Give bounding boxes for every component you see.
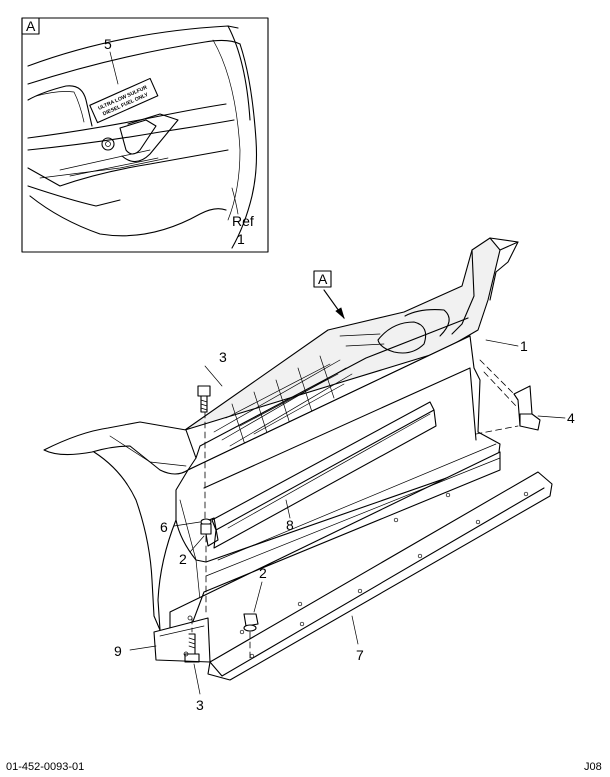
- detail-tank-illustration: [27, 25, 258, 249]
- leader-item-5: [109, 51, 119, 85]
- lower-bolt: [184, 633, 200, 663]
- callout-item-3-upper: 3: [219, 349, 227, 365]
- callout-item-4: 4: [567, 410, 575, 426]
- callout-ref-word: Ref: [232, 213, 254, 229]
- callout-item-5: 5: [104, 36, 112, 52]
- lower-nut: [243, 613, 259, 632]
- callout-item-9: 9: [114, 643, 122, 659]
- detail-view-a: A ULTRA LOW SULFUR DIESEL FUEL ONLY: [21, 17, 269, 253]
- callout-item-6: 6: [160, 519, 168, 535]
- callout-item-3-lower: 3: [196, 697, 204, 713]
- upper-bolt: [197, 385, 211, 413]
- callout-item-2-upper: 2: [179, 551, 187, 567]
- callout-ref-1: 1: [237, 231, 245, 247]
- main-assembly: [43, 237, 553, 681]
- callouts: 1 3 4 6 8 2 2 9 7 3: [114, 338, 575, 713]
- detail-frame: [21, 17, 269, 253]
- detail-letter-box: [21, 17, 40, 35]
- callout-item-1: 1: [520, 338, 528, 354]
- callout-item-8: 8: [286, 517, 294, 533]
- footer-page-code: J08: [584, 761, 602, 773]
- leader-ref-1: [231, 187, 239, 215]
- view-a-letter: A: [318, 271, 328, 287]
- fuel-warning-label: ULTRA LOW SULFUR DIESEL FUEL ONLY: [89, 77, 159, 124]
- callout-item-2-lower: 2: [259, 565, 267, 581]
- detail-letter: A: [26, 18, 36, 34]
- footer-part-number: 01-452-0093-01: [6, 761, 84, 773]
- upper-washer-nut: [200, 518, 212, 535]
- callout-item-7: 7: [356, 647, 364, 663]
- view-a-reference: A: [313, 270, 345, 320]
